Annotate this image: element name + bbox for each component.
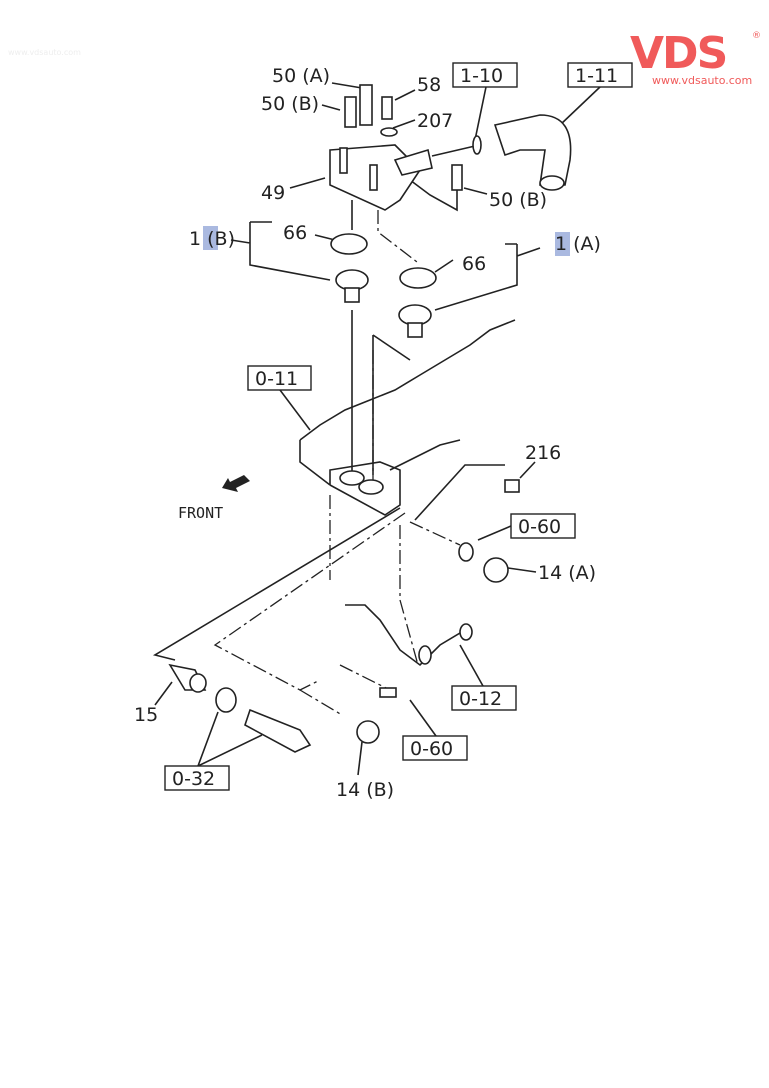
hose-0-32 <box>244 708 312 753</box>
gasket-0-60 <box>458 542 474 562</box>
ref-box-1-10[interactable] <box>452 62 518 88</box>
label-1a[interactable]: 1 (A) <box>555 233 601 255</box>
watermark: www.vdsauto.com <box>8 48 81 57</box>
highlight-1a <box>555 232 570 256</box>
label-58[interactable]: 58 <box>417 74 441 96</box>
gasket-66-left <box>330 233 368 255</box>
label-15[interactable]: 15 <box>134 704 158 726</box>
logo-registered: ® <box>752 31 761 41</box>
label-66-left[interactable]: 66 <box>283 222 307 244</box>
clamp-0-32 <box>215 687 237 713</box>
label-66-right[interactable]: 66 <box>462 253 486 275</box>
label-216[interactable]: 216 <box>525 442 561 464</box>
label-1b[interactable]: 1 (B) <box>189 228 235 250</box>
label-14a[interactable]: 14 (A) <box>538 562 596 584</box>
vds-logo: VDS ® www.vdsauto.com <box>630 28 761 87</box>
washer-207 <box>380 127 398 137</box>
sensor-0-60 <box>379 687 397 698</box>
ref-0-11[interactable]: 0-11 <box>255 368 298 390</box>
ref-box-0-60-upper[interactable] <box>510 513 576 539</box>
parts <box>168 84 572 753</box>
hose-clamp <box>472 135 482 155</box>
label-207[interactable]: 207 <box>417 110 453 132</box>
thermostat-1a <box>398 304 432 326</box>
plug-14b <box>356 720 380 744</box>
logo-text: VDS <box>630 28 726 79</box>
front-label: FRONT <box>178 504 223 522</box>
assembly-lines <box>152 179 505 716</box>
ref-box-1-11[interactable] <box>567 62 633 88</box>
label-14b[interactable]: 14 (B) <box>336 779 394 801</box>
highlight-1b <box>203 226 218 250</box>
bolt-58 <box>381 96 393 120</box>
plug-14a <box>483 557 509 583</box>
ref-1-10[interactable]: 1-10 <box>460 65 503 87</box>
label-49[interactable]: 49 <box>261 182 285 204</box>
bolt-50b-left <box>344 96 357 128</box>
logo-url: www.vdsauto.com <box>652 74 752 87</box>
ref-0-60-upper[interactable]: 0-60 <box>518 516 561 538</box>
gasket-66-right <box>399 267 437 289</box>
thermostat-1b <box>335 269 369 291</box>
ref-box-0-60-lower[interactable] <box>402 735 468 761</box>
ref-0-60-lower[interactable]: 0-60 <box>410 738 453 760</box>
bolt-50a <box>359 84 373 126</box>
bolt-50b-right <box>451 164 463 191</box>
front-arrow-icon <box>222 475 250 492</box>
water-hose <box>493 114 572 186</box>
ref-1-11[interactable]: 1-11 <box>575 65 618 87</box>
cylinder-head <box>299 319 516 667</box>
label-50b-right[interactable]: 50 (B) <box>489 189 547 211</box>
ref-box-0-32[interactable] <box>164 765 230 791</box>
sensor-216 <box>504 479 520 493</box>
ref-0-32[interactable]: 0-32 <box>172 768 215 790</box>
ref-box-0-11[interactable] <box>247 365 312 391</box>
label-50a[interactable]: 50 (A) <box>272 65 330 87</box>
leader-lines <box>154 82 601 776</box>
ref-box-0-12[interactable] <box>451 685 517 711</box>
ref-0-12[interactable]: 0-12 <box>459 688 502 710</box>
label-50b-left[interactable]: 50 (B) <box>261 93 319 115</box>
